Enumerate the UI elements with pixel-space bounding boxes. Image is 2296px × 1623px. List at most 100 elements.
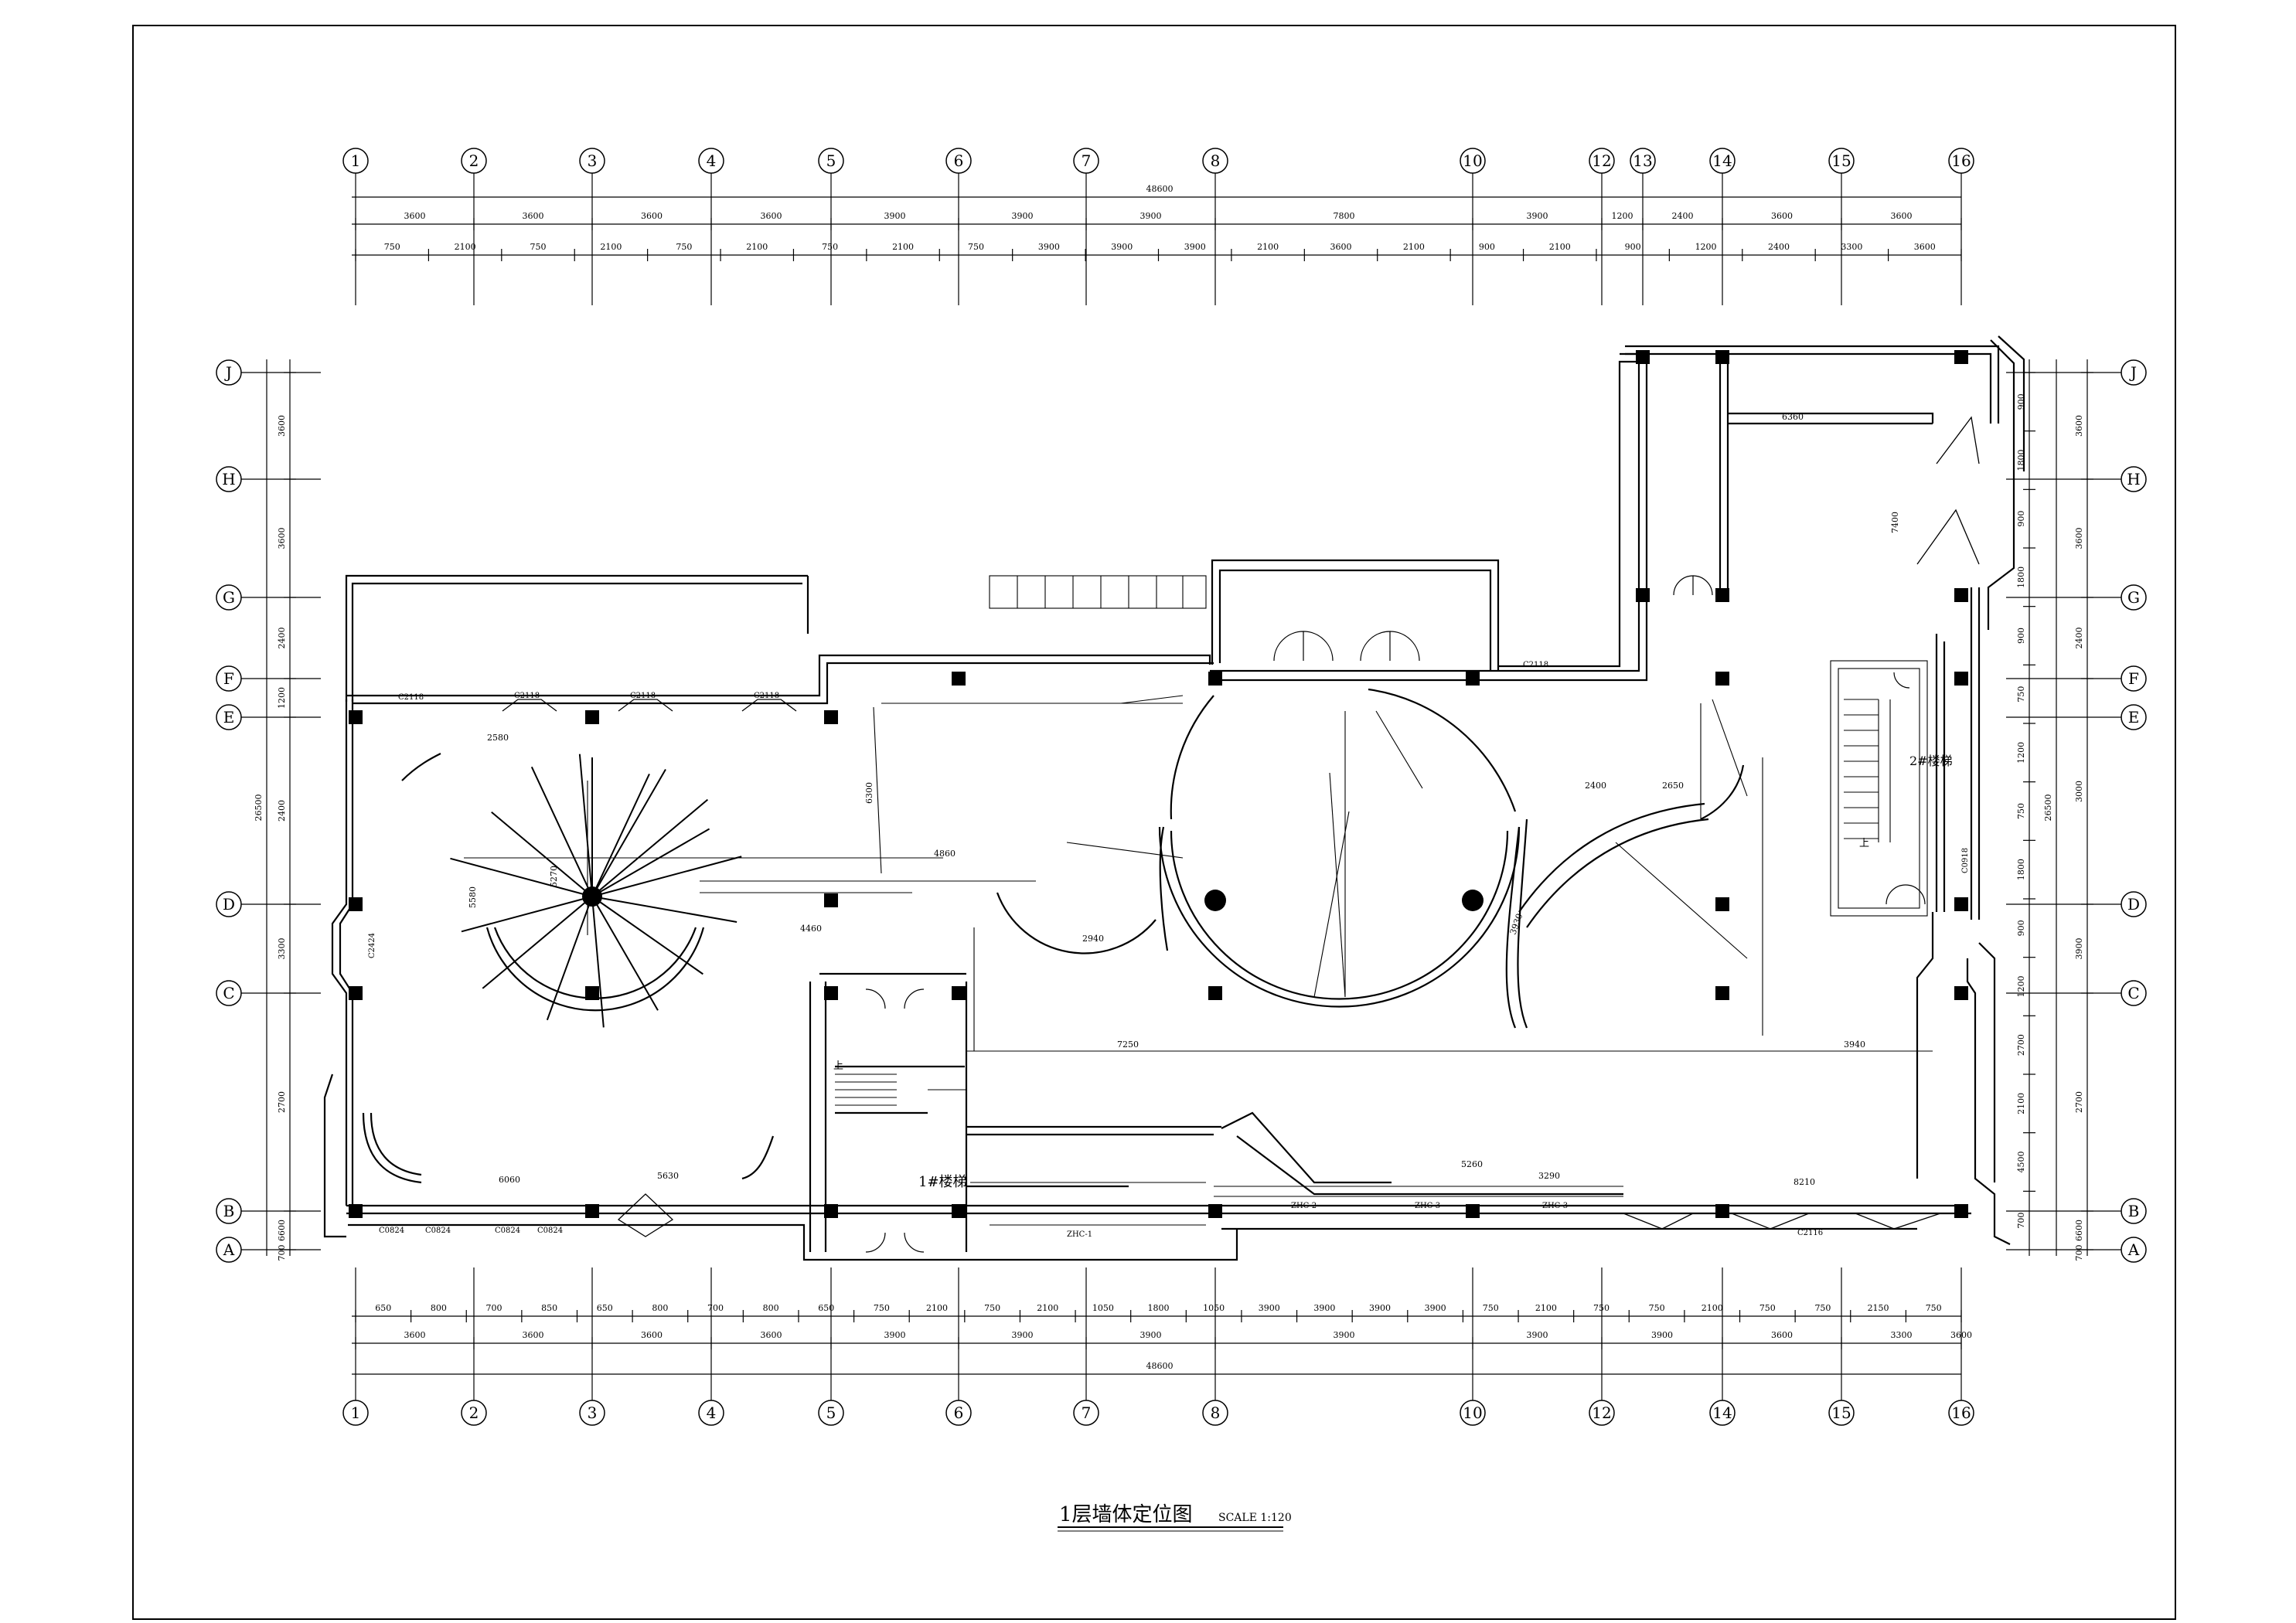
axis-bubble-top-16-label: 16: [1951, 151, 1971, 170]
column-13: [1715, 672, 1729, 686]
dim-right-2-10: 1200: [2016, 976, 2026, 998]
dim-top-2-10: 3900: [1111, 242, 1133, 252]
window-tag-c2116: C2116: [1797, 1229, 1823, 1237]
axis-bubble-top-13-label: 13: [1633, 151, 1652, 170]
window-tag-c2118-a: C2118: [398, 693, 424, 702]
dim-bottom-1-24: 2100: [1702, 1303, 1723, 1313]
window-tag-c2118-c: C2118: [630, 692, 656, 700]
column-2: [824, 710, 838, 724]
drawing-title: 1层墙体定位图: [1059, 1503, 1193, 1526]
inner-dim-3290: 3290: [1538, 1171, 1560, 1181]
dim-top-2-18: 1200: [1695, 242, 1717, 252]
dim-right-2-2: 900: [2016, 511, 2026, 527]
column-27: [952, 1204, 966, 1218]
stair-1-label: 1#楼梯: [918, 1174, 967, 1190]
dim-bottom-total: 48600: [1146, 1361, 1174, 1371]
inner-dim-2580: 2580: [487, 733, 509, 743]
dim-bottom-1-26: 750: [1814, 1303, 1831, 1313]
canopy-ray-15: [591, 768, 666, 897]
column-8: [1954, 350, 1968, 364]
dim-bottom-1-2: 700: [486, 1303, 502, 1313]
axis-bubble-left-B-label: B: [223, 1202, 235, 1220]
axis-bubble-right-F-label: F: [2128, 669, 2139, 688]
axis-bubble-top-12-label: 12: [1592, 151, 1611, 170]
column-25: [585, 1204, 599, 1218]
dim-bottom-2-8: 3900: [1527, 1330, 1548, 1340]
circle-radius-lines: [873, 706, 1748, 998]
column-0: [349, 710, 363, 724]
dim-right-1-6: 6600: [2074, 1220, 2084, 1241]
canopy-ray-5: [591, 896, 703, 975]
dim-bottom-1-10: 2100: [926, 1303, 948, 1313]
dim-right-1-2: 2400: [2074, 628, 2084, 649]
inner-dim-4460: 4460: [800, 924, 822, 934]
canopy-ray-13: [530, 766, 593, 897]
column-30: [1715, 1204, 1729, 1218]
axis-bubble-bottom-15-label: 15: [1831, 1404, 1851, 1422]
axis-bubble-top-15-label: 15: [1831, 151, 1851, 170]
window-tag-c0824-d: C0824: [537, 1227, 563, 1235]
axis-bubble-right-A-label: A: [2127, 1240, 2140, 1259]
axis-bubble-right-D-label: D: [2127, 895, 2140, 914]
dim-left-1-3: 1200: [277, 687, 287, 709]
dim-bottom-1-20: 750: [1483, 1303, 1499, 1313]
drawing-scale: SCALE 1:120: [1218, 1512, 1292, 1524]
canopy-ray-9: [482, 896, 593, 989]
axis-bubble-bottom-16-label: 16: [1951, 1404, 1971, 1422]
dim-top-2-1: 2100: [455, 242, 476, 252]
dim-top-2-5: 2100: [746, 242, 768, 252]
window-tag-zhc3a: ZHC-3: [1415, 1202, 1440, 1210]
dim-top-2-17: 900: [1625, 242, 1641, 252]
axis-bubble-left-G-label: G: [223, 588, 235, 607]
column-6: [1636, 350, 1650, 364]
door-swings: [865, 575, 1926, 1253]
axis-bubble-top-1-label: 1: [351, 151, 361, 170]
dim-top-1-9: 1200: [1612, 211, 1633, 221]
dim-right-total: 26500: [2043, 794, 2053, 822]
canopy-ray-3: [591, 856, 742, 897]
dim-top-2-20: 3300: [1841, 242, 1862, 252]
dim-top-2-15: 900: [1479, 242, 1495, 252]
interior-thin-lines: [464, 575, 1933, 1226]
axis-bubble-left-A-label: A: [223, 1240, 235, 1259]
stair-2-up-label: 上: [1859, 838, 1869, 849]
dim-top-2-7: 2100: [892, 242, 914, 252]
axis-bubble-top-8-label: 8: [1211, 151, 1221, 170]
dim-bottom-1-19: 3900: [1425, 1303, 1446, 1313]
axis-bubble-top-14-label: 14: [1712, 151, 1732, 170]
dim-bottom-1-23: 750: [1649, 1303, 1665, 1313]
axis-bubble-bottom-10-label: 10: [1463, 1404, 1482, 1422]
dim-left-1-6: 2700: [277, 1091, 287, 1113]
column-21: [824, 986, 838, 1000]
dim-right-2-14: 700: [2016, 1213, 2026, 1229]
canopy-ray-0: [578, 754, 593, 897]
dim-top-2-12: 2100: [1257, 242, 1279, 252]
window-tag-zhc2: ZHC-2: [1291, 1202, 1317, 1210]
axis-bubble-left-C-label: C: [223, 984, 234, 1002]
axis-bubble-right-H-label: H: [2127, 470, 2140, 488]
dim-top-2-6: 750: [822, 242, 838, 252]
inner-dim-5580: 5580: [468, 886, 478, 908]
dim-top-1-3: 3600: [761, 211, 782, 221]
dim-top-1-1: 3600: [523, 211, 544, 221]
dim-bottom-1-21: 2100: [1535, 1303, 1557, 1313]
inner-dim-2940: 2940: [1082, 934, 1104, 944]
stair-1-up-label: 上: [833, 1060, 843, 1072]
dim-top-2-21: 3600: [1914, 242, 1936, 252]
dim-right-1-4: 3900: [2074, 938, 2084, 960]
canopy-ray-7: [591, 896, 605, 1028]
dim-top-2-19: 2400: [1768, 242, 1790, 252]
dim-right-1-7: 700: [2074, 1245, 2084, 1261]
window-tag-zhc1: ZHC-1: [1067, 1230, 1092, 1239]
dim-bottom-1-17: 3900: [1313, 1303, 1335, 1313]
dim-bottom-1-12: 2100: [1037, 1303, 1058, 1313]
dim-top-2-14: 2100: [1403, 242, 1425, 252]
column-15: [1715, 986, 1729, 1000]
window-tag-c2118-b: C2118: [514, 692, 540, 700]
dim-right-2-3: 1800: [2016, 567, 2026, 588]
canopy-ray-12: [491, 811, 593, 897]
column-31: [1954, 1204, 1968, 1218]
dim-top-1-7: 7800: [1334, 211, 1355, 221]
inner-dim-7400: 7400: [1890, 512, 1900, 533]
dim-right-2-4: 900: [2016, 628, 2026, 644]
